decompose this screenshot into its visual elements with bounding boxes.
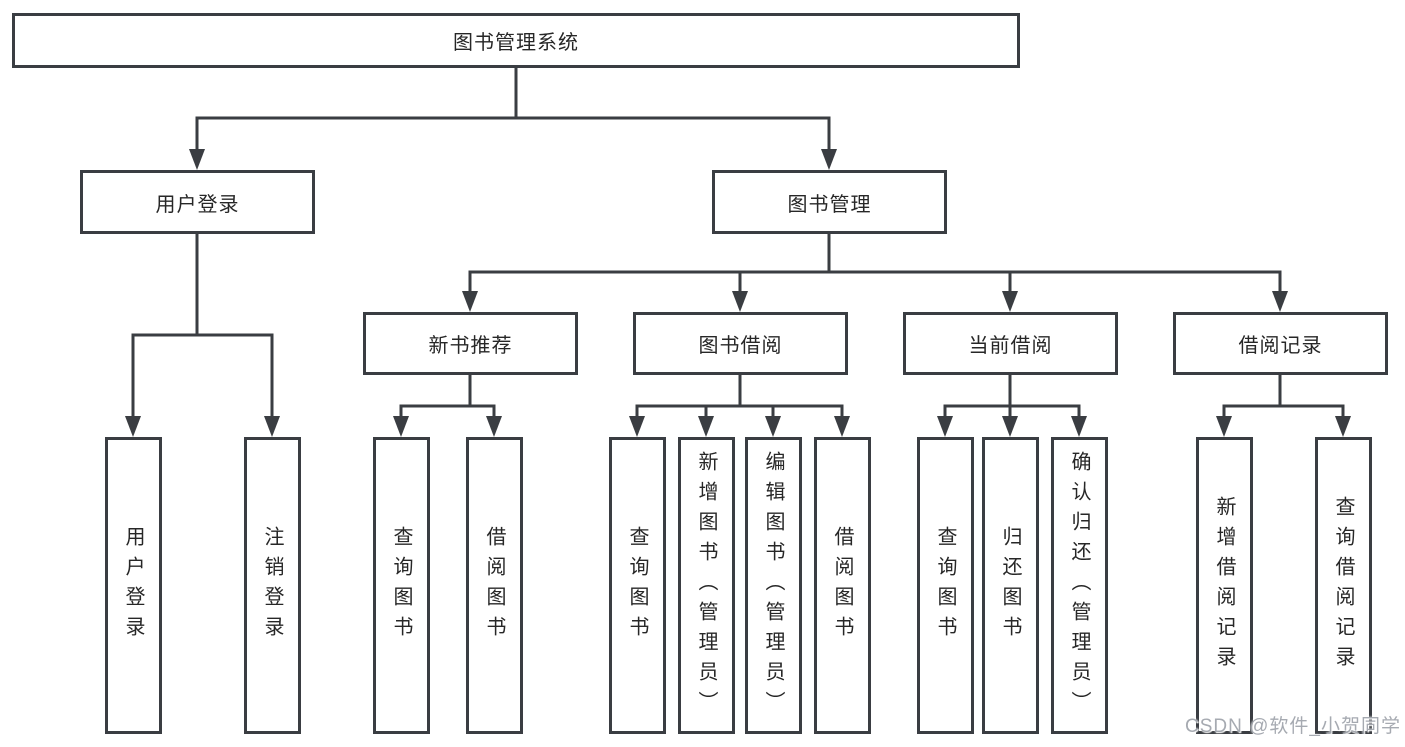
leaf-current-confirm-return-admin: 确认归还（管理员） bbox=[1050, 437, 1108, 734]
leaf-current-query-books: 查询图书 bbox=[916, 437, 974, 734]
leaf-recommend-query-books: 查询图书 bbox=[372, 437, 430, 734]
leaf-records-add-record: 新增借阅记录 bbox=[1195, 437, 1253, 734]
node-user-login: 用户登录 bbox=[80, 170, 315, 234]
node-current-borrow: 当前借阅 bbox=[903, 312, 1118, 375]
csdn-watermark: CSDN @软件_小贺同学 bbox=[1185, 716, 1401, 737]
leaf-borrow-borrow-books: 借阅图书 bbox=[813, 437, 871, 734]
leaf-user-login: 用户登录 bbox=[104, 437, 162, 734]
leaf-current-return-books: 归还图书 bbox=[981, 437, 1039, 734]
node-book-borrow: 图书借阅 bbox=[633, 312, 848, 375]
leaf-borrow-add-books-admin: 新增图书（管理员） bbox=[677, 437, 735, 734]
leaf-borrow-query-books: 查询图书 bbox=[608, 437, 666, 734]
leaf-borrow-edit-books-admin: 编辑图书（管理员） bbox=[744, 437, 802, 734]
leaf-recommend-borrow-books: 借阅图书 bbox=[465, 437, 523, 734]
node-book-management: 图书管理 bbox=[712, 170, 947, 234]
leaf-logout: 注销登录 bbox=[243, 437, 301, 734]
node-library-system-root: 图书管理系统 bbox=[12, 13, 1020, 68]
node-borrow-records: 借阅记录 bbox=[1173, 312, 1388, 375]
leaf-records-query-record: 查询借阅记录 bbox=[1314, 437, 1372, 734]
node-new-book-recommend: 新书推荐 bbox=[363, 312, 578, 375]
